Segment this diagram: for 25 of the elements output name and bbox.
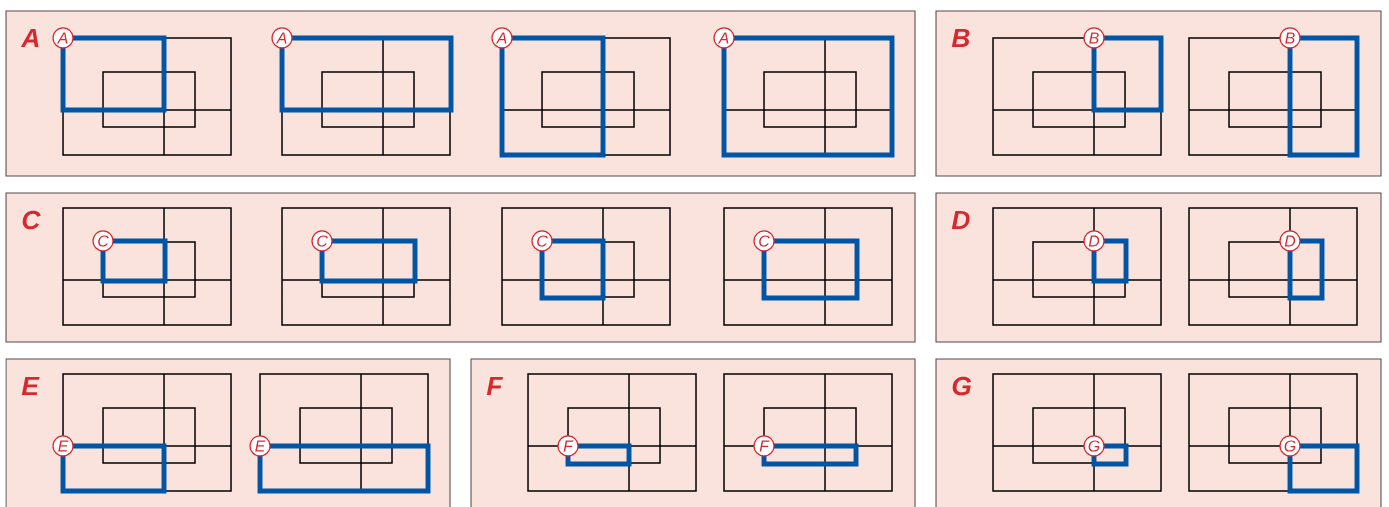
panel-letter: G	[952, 376, 972, 396]
circled-letter: D	[1083, 230, 1105, 252]
circled-letter: C	[92, 230, 114, 252]
circled-letter: F	[753, 435, 775, 457]
circled-letter: A	[52, 27, 74, 49]
circled-letter: B	[1083, 27, 1105, 49]
circled-letter: B	[1279, 27, 1301, 49]
circled-letter: G	[1083, 435, 1105, 457]
panel-letter: D	[951, 210, 970, 230]
circled-letter: F	[557, 435, 579, 457]
circled-letter: D	[1279, 230, 1301, 252]
circled-letter: A	[713, 27, 735, 49]
panel-letter: A	[20, 28, 39, 48]
circled-letter: E	[249, 435, 271, 457]
panel-letter: E	[21, 376, 40, 396]
circled-letter: A	[491, 27, 513, 49]
circled-letter: C	[753, 230, 775, 252]
circled-letter: G	[1279, 435, 1301, 457]
circled-letter: C	[311, 230, 333, 252]
circled-letter: A	[271, 27, 293, 49]
panel-letter: B	[951, 28, 970, 48]
circled-letter: E	[52, 435, 74, 457]
circled-letter: C	[531, 230, 553, 252]
panel-letter: F	[486, 376, 504, 396]
panel-letter: C	[22, 210, 41, 230]
